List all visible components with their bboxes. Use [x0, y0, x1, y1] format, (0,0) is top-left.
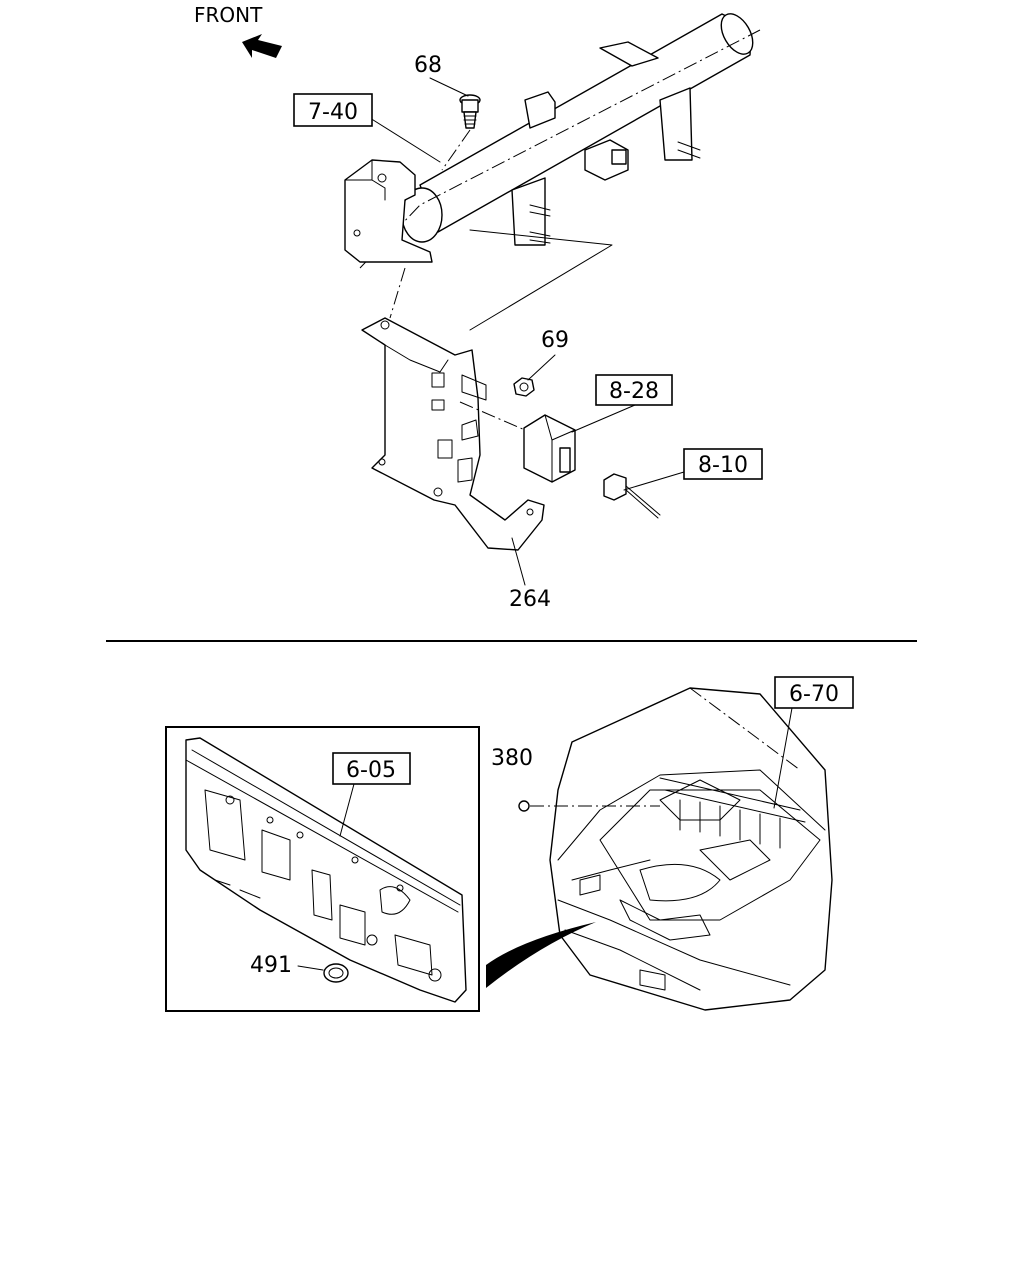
svg-text:6-05: 6-05: [346, 758, 396, 783]
bolt-68: [441, 94, 481, 171]
grommet-491: [297, 963, 349, 983]
zoom-pointer: [486, 922, 596, 988]
upper-assembly: FRONT: [194, 3, 763, 612]
front-label: FRONT: [194, 3, 263, 27]
beam-mounts: [469, 41, 701, 331]
callout-8-10: 8-10: [683, 448, 763, 480]
lower-assembly: 6-70 380 6-05 491: [165, 676, 854, 1012]
dash-panel: [185, 737, 467, 1003]
callout-264: 264: [509, 587, 551, 612]
cross-beam: [359, 13, 761, 269]
callout-7-40: 7-40: [293, 93, 373, 127]
callout-69: 69: [541, 328, 569, 353]
callout-8-28: 8-28: [595, 374, 673, 406]
grommet-380: [518, 800, 660, 812]
front-arrow-icon: [242, 34, 282, 58]
mounting-plate: [361, 267, 545, 551]
left-bracket: [344, 159, 433, 263]
callout-6-70: 6-70: [774, 676, 854, 709]
svg-text:8-10: 8-10: [698, 453, 748, 478]
svg-text:7-40: 7-40: [308, 100, 358, 125]
callout-491: 491: [250, 953, 292, 978]
svg-text:8-28: 8-28: [609, 379, 659, 404]
callout-68: 68: [414, 53, 442, 78]
callout-6-05: 6-05: [332, 752, 411, 785]
nut-69: [513, 377, 535, 397]
module-8-28: [523, 414, 576, 483]
connector-8-10: [603, 473, 661, 519]
cab-body: [549, 687, 833, 1011]
callout-380: 380: [491, 746, 533, 771]
svg-text:6-70: 6-70: [789, 682, 839, 707]
